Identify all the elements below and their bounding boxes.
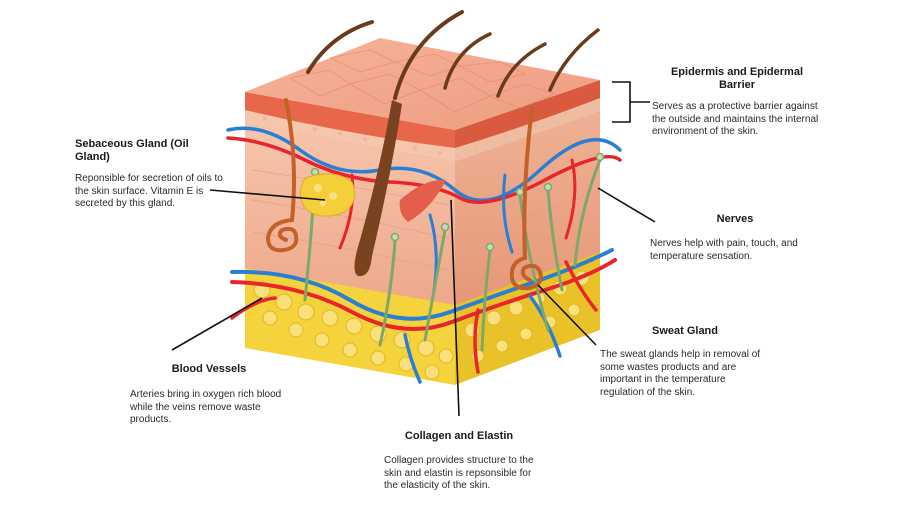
hair-follicle <box>354 100 402 277</box>
epidermis-layer <box>245 38 600 162</box>
epidermis-description: Serves as a protective barrier against t… <box>652 101 819 137</box>
blood-vessels-title: Blood Vessels <box>171 363 247 375</box>
nerves-label: Nerves Nerves help with pain, touch, and… <box>650 213 820 263</box>
sweat-gland-right <box>509 106 543 291</box>
epidermis-title: Epidermis and Epidermal Barrier <box>670 66 804 91</box>
epidermis-label: Epidermis and Epidermal Barrier Serves a… <box>652 66 822 139</box>
arrector-pili-muscle <box>399 179 446 222</box>
blood-vessels-label: Blood Vessels Arteries bring in oxygen r… <box>130 363 288 427</box>
sweat-gland-label: Sweat Gland The sweat glands help in rem… <box>600 325 770 399</box>
collagen-leader <box>450 199 460 417</box>
sebaceous-gland-title: Sebaceous Gland (Oil Gland) <box>75 138 189 163</box>
blood-vessels-leader <box>171 297 263 351</box>
collagen-elastin-description: Collagen provides structure to the skin … <box>384 455 534 491</box>
sebaceous-gland-description: Reponsible for secretion of oils to the … <box>75 173 223 209</box>
collagen-elastin-label: Collagen and Elastin Collagen provides s… <box>384 430 534 493</box>
blood-vessels-description: Arteries bring in oxygen rich blood whil… <box>130 389 282 425</box>
sweat-gland-left <box>265 98 299 253</box>
hair-shafts <box>306 10 600 100</box>
sebaceous-gland <box>300 173 356 217</box>
sweat-gland-title: Sweat Gland <box>651 325 719 337</box>
nerves-description: Nerves help with pain, touch, and temper… <box>650 238 798 262</box>
sweat-gland-description: The sweat glands help in removal of some… <box>600 349 761 398</box>
collagen-elastin-title: Collagen and Elastin <box>404 430 514 442</box>
sebaceous-leader <box>209 189 326 201</box>
sebaceous-gland-label: Sebaceous Gland (Oil Gland) Reponsible f… <box>75 138 225 211</box>
sweat-gland-leader <box>537 284 597 346</box>
epidermis-bracket <box>612 81 631 123</box>
nerves-title: Nerves <box>716 213 754 225</box>
nerves-leader <box>597 187 656 223</box>
leader-lines <box>171 81 656 417</box>
nerve-endings <box>310 152 605 252</box>
